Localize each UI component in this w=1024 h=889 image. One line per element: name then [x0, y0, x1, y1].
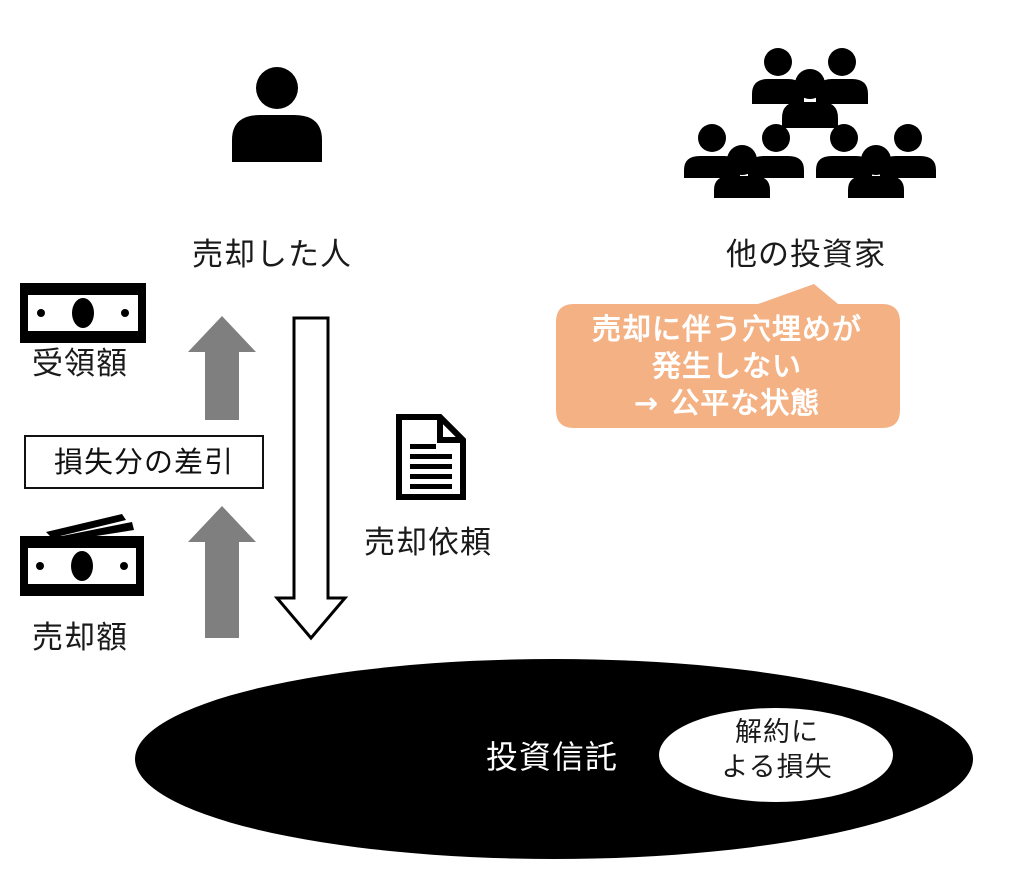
person-icon [230, 66, 324, 162]
sale-request-label: 売却依頼 [364, 525, 492, 561]
loss-label: 解約に よる損失 [662, 706, 892, 794]
loss-line-2: よる損失 [721, 752, 833, 783]
callout-line-2: 発生しない [651, 348, 802, 383]
investors-label: 他の投資家 [726, 237, 886, 273]
up-arrow-upper [188, 316, 256, 420]
banknote-icon [20, 283, 146, 343]
callout-line-1: 売却に伴う穴埋めが [591, 311, 862, 346]
down-arrow [274, 316, 348, 642]
callout-line-3: → 公平な状態 [633, 385, 821, 420]
fund-label: 投資信託 [486, 738, 619, 776]
sale-amount-label: 売却額 [32, 620, 128, 656]
deduction-box: 損失分の差引 [24, 435, 264, 489]
callout-text: 売却に伴う穴埋めが 発生しない → 公平な状態 [555, 304, 899, 428]
callout-bubble [552, 282, 904, 432]
group-icon [678, 48, 940, 198]
received-amount-label: 受領額 [32, 346, 128, 382]
seller-label: 売却した人 [192, 237, 352, 273]
document-icon [396, 414, 466, 500]
banknotes-stack-icon [18, 508, 148, 596]
fund-ellipse [133, 657, 975, 861]
up-arrow-lower [188, 506, 256, 638]
loss-line-1: 解約に [735, 717, 819, 748]
